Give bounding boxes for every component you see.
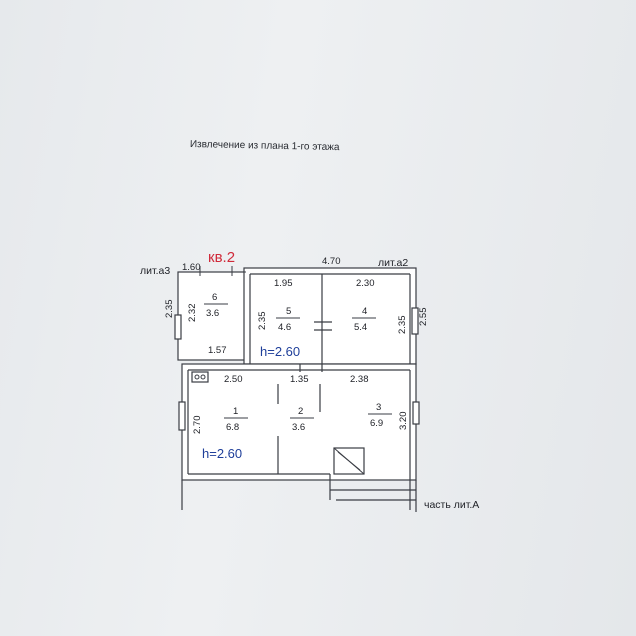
dim-room3-width: 2.38	[350, 374, 369, 385]
room-2-number: 2	[298, 406, 303, 417]
stove-icon	[191, 371, 209, 383]
room-6-outline	[177, 271, 251, 361]
room-6-number: 6	[212, 292, 217, 303]
room-3-area: 6.9	[370, 418, 383, 429]
lit-a3-label: лит.а3	[140, 265, 170, 277]
dim-room5-height: 2.35	[257, 312, 268, 331]
window-room-3	[412, 401, 420, 425]
burner-icon	[194, 374, 200, 380]
dim-room4-width: 2.30	[356, 278, 375, 289]
dim-room4-height: 2.35	[397, 316, 408, 335]
dim-room1-width: 2.50	[224, 374, 243, 385]
lower-block	[178, 363, 420, 512]
room-3-number: 3	[376, 402, 381, 413]
burner-icon	[200, 374, 206, 380]
room-4-area: 5.4	[354, 322, 367, 333]
dim-room3-height: 3.20	[398, 412, 409, 431]
dim-top-overall: 4.70	[322, 256, 341, 267]
room-5-area: 4.6	[278, 322, 291, 333]
height-upper: h=2.60	[260, 344, 300, 359]
part-lit-a-label: часть лит.А	[424, 499, 479, 511]
stair-diagonal-2	[337, 451, 361, 471]
height-lower: h=2.60	[202, 446, 242, 461]
room-1-area: 6.8	[226, 422, 239, 433]
room-1-number: 1	[233, 406, 238, 417]
lower-outline	[181, 363, 417, 481]
dim-room1-height: 2.70	[192, 416, 203, 435]
dim-room2-width: 1.35	[290, 374, 309, 385]
dim-right-outer: 2.55	[418, 308, 429, 327]
upper-block	[174, 266, 419, 365]
window-room-6	[174, 314, 182, 340]
rooms-5-4-outline	[243, 267, 417, 365]
room-6-area: 3.6	[206, 308, 219, 319]
window-room-4	[411, 307, 419, 335]
lit-a2-label: лит.а2	[378, 257, 408, 269]
room-2-area: 3.6	[292, 422, 305, 433]
dim-room5-width: 1.95	[274, 278, 293, 289]
dim-left-outer: 2.35	[164, 300, 175, 319]
window-room-1	[178, 401, 186, 431]
dim-top-left: 1.60	[182, 262, 201, 273]
room-5-number: 5	[286, 306, 291, 317]
dim-room6-height: 2.32	[187, 304, 198, 323]
dim-corridor: 1.57	[208, 345, 227, 356]
apartment-label: кв.2	[208, 249, 235, 266]
room-4-number: 4	[362, 306, 367, 317]
